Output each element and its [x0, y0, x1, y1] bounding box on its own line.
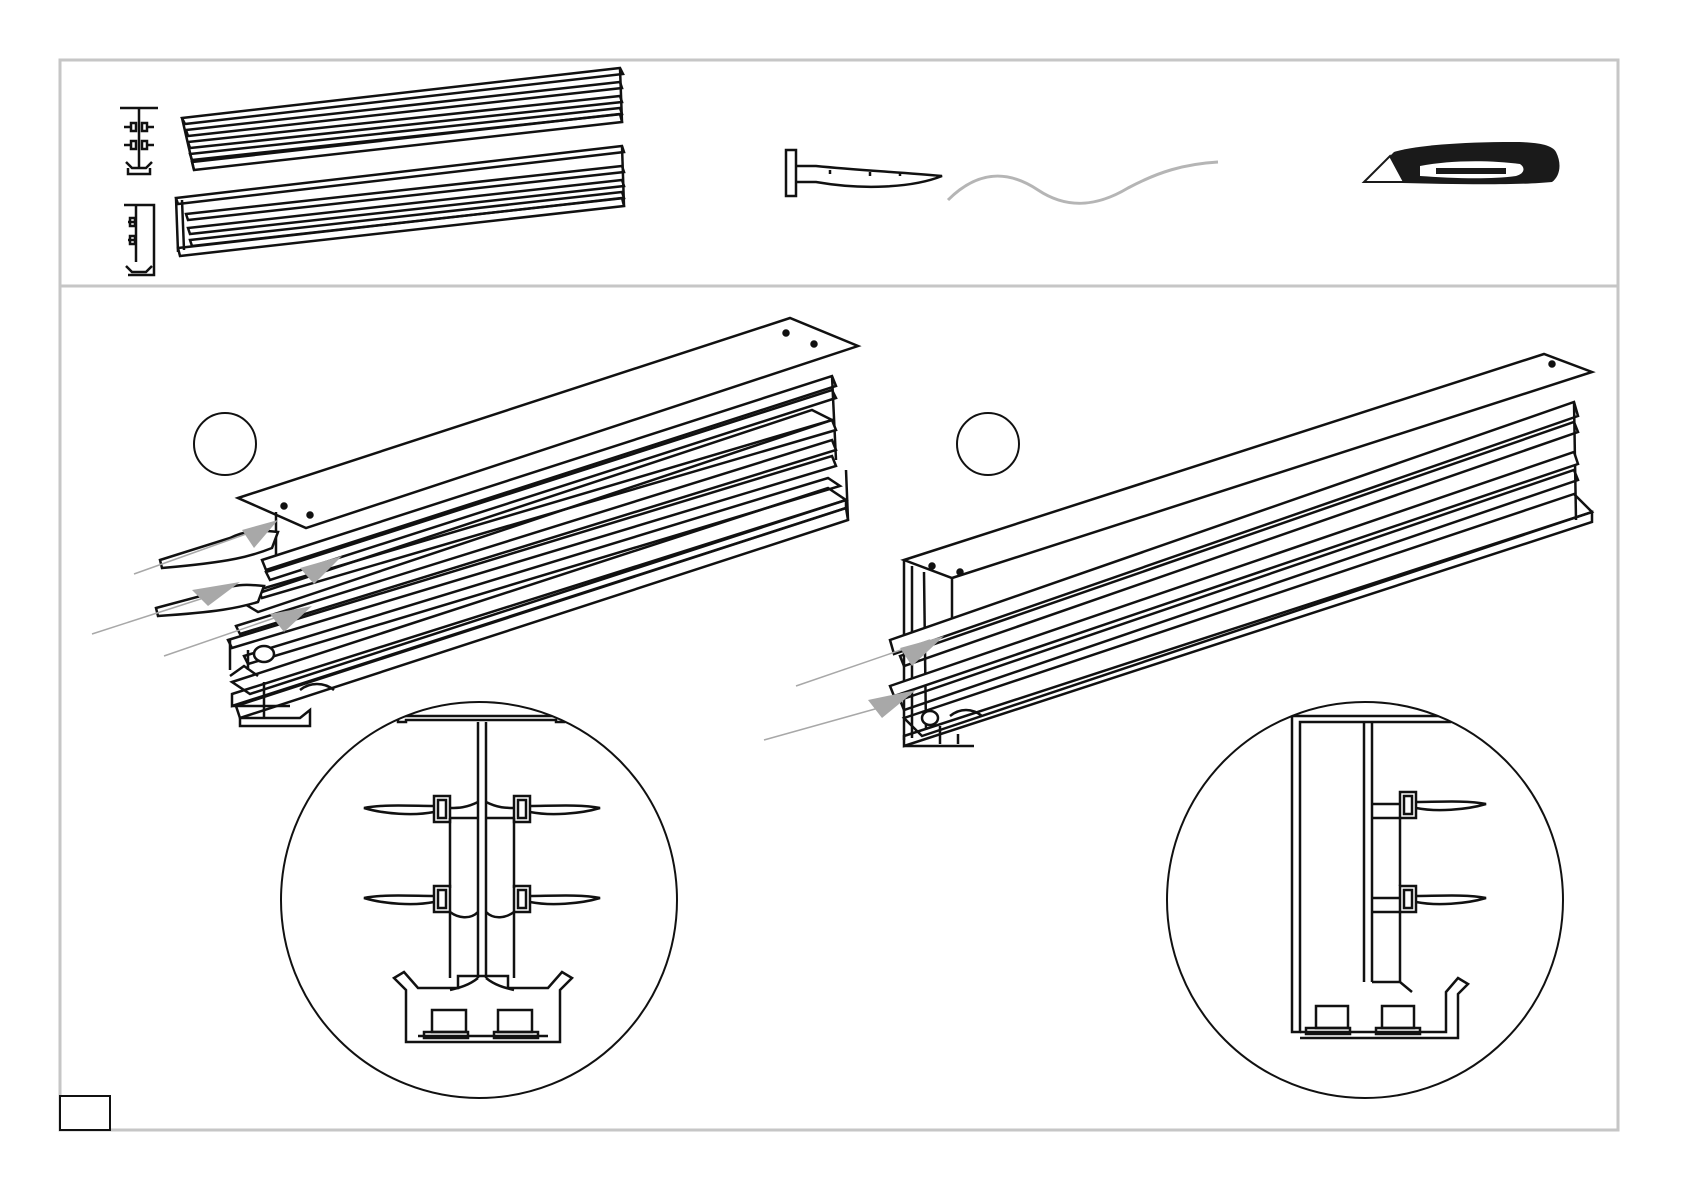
seal-strip-icon	[786, 150, 1218, 203]
central-profile-3d	[228, 318, 858, 726]
step-left	[92, 318, 858, 726]
step-number-circle	[194, 413, 256, 475]
step-right	[764, 354, 1592, 746]
step-number-circle	[957, 413, 1019, 475]
utility-knife-icon	[1364, 142, 1559, 184]
wall-profile-rail	[176, 146, 624, 256]
profile-wall-section-icon	[124, 205, 154, 275]
page-number-box	[60, 1096, 110, 1130]
profile-i-section-icon	[120, 108, 158, 174]
wall-profile-3d	[890, 354, 1592, 746]
detail-circle-wall	[1167, 702, 1563, 1098]
parts-panel	[120, 68, 1559, 275]
detail-circle-central	[281, 702, 677, 1098]
